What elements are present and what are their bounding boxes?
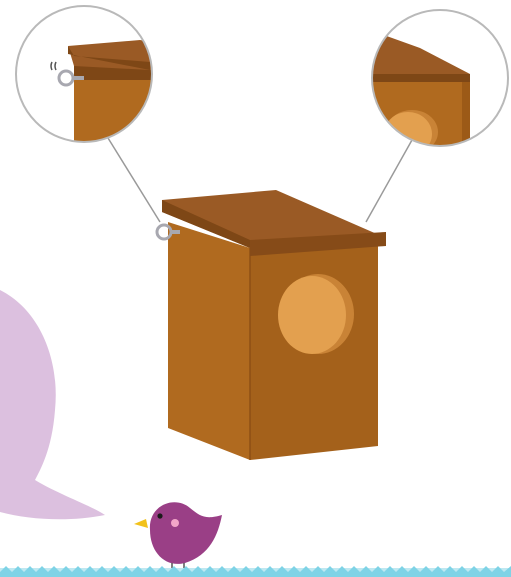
hole-callout-line (366, 140, 412, 222)
birdhouse (157, 190, 386, 460)
entrance-hole (278, 276, 346, 354)
hinge-detail-callout (16, 6, 200, 200)
bird-beak (134, 519, 148, 528)
birdhouse-front (168, 222, 250, 460)
entrance-hole-icon (384, 112, 432, 156)
bird-eye (157, 513, 162, 518)
purple-bird (134, 502, 222, 575)
grass-strip (0, 566, 511, 577)
hinge-callout-line (108, 138, 160, 222)
bird-cheek (171, 519, 179, 527)
bird-body (150, 502, 222, 564)
hole-detail-callout (370, 10, 508, 200)
speech-bubble (0, 290, 105, 519)
